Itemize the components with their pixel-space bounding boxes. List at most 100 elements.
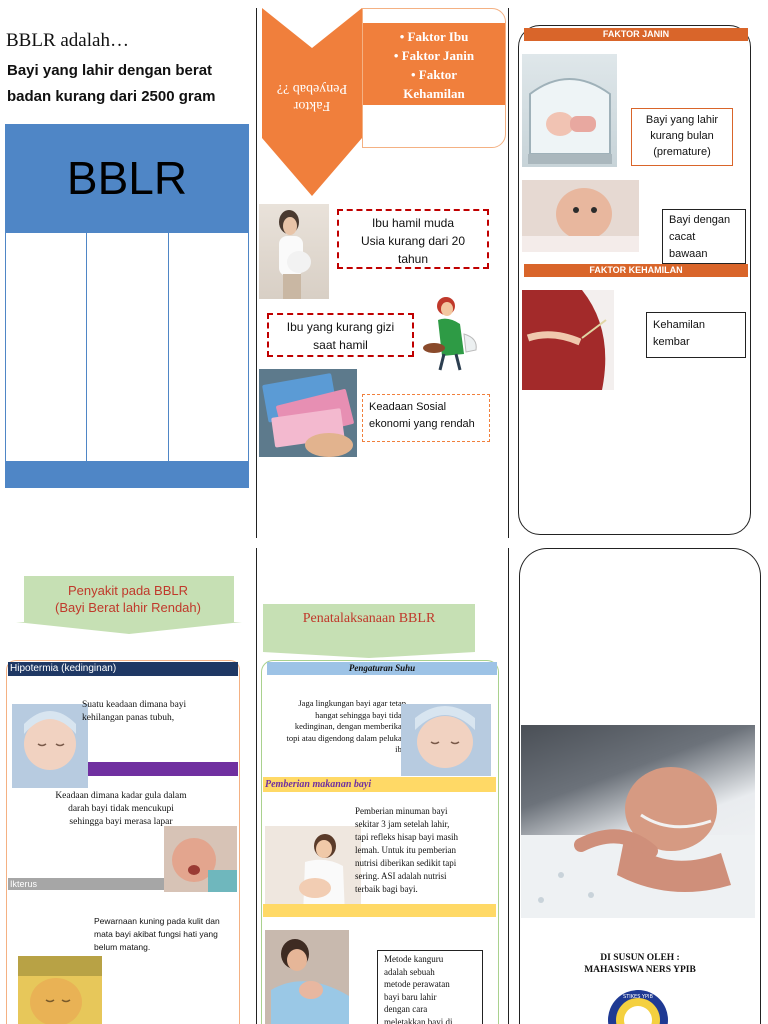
faktor-arrow-label-line1: Faktor [293, 98, 331, 113]
faktor-kehamilan-header-label: FAKTOR KEHAMILAN [589, 265, 683, 275]
suhu-line3: kedinginan, dengan memberikan [294, 721, 406, 731]
makanan-line2: sekitar 3 jam setelah lahir, [355, 819, 450, 829]
bblr-table-footer [6, 461, 248, 487]
cacat-bawaan-line3: bawaan [669, 248, 708, 260]
penyakit-title-line2: (Bayi Berat lahir Rendah) [55, 600, 201, 615]
credit-text: DI SUSUN OLEH : MAHASISWA NERS YPIB [520, 952, 760, 976]
kanguru-line2: adalah sebuah [384, 966, 435, 977]
bblr-table-col-divider-1 [86, 233, 87, 461]
kanguru-bar [263, 904, 496, 917]
bblr-table-col-divider-2 [168, 233, 169, 461]
cover-panel [519, 548, 761, 1024]
ikterus-text: Pewarnaan kuning pada kulit dan mata bay… [94, 915, 220, 954]
kanguru-line3: metode perawatan [384, 979, 450, 990]
ikterus-line1: Pewarnaan kuning pada kulit dan [94, 916, 220, 926]
faktor-list-item-label: Faktor Janin [401, 48, 475, 63]
gula-line1: Keadaan dimana kadar gula dalam [55, 791, 187, 801]
kanguru-line5: dengan cara [384, 1004, 428, 1015]
bblr-definition-line2: badan kurang dari 2500 gram [7, 88, 216, 105]
pregnant-woman-photo [259, 204, 329, 299]
breastfeeding-photo [265, 826, 361, 916]
faktor-list-item-label: Faktor Ibu [407, 29, 469, 44]
premature-baby-cover-photo [521, 725, 755, 918]
faktor-arrow-label-line2: Penyebab ?? [276, 81, 348, 96]
ikterus-header: Ikterus [8, 878, 164, 890]
ypib-logo-text: STIKES YPIB [623, 994, 653, 1000]
ibu-muda-box: Ibu hamil muda Usia kurang dari 20 tahun [337, 209, 489, 269]
tired-woman-illustration [423, 297, 477, 371]
hipotermia-header: Hipotermia (kedinginan) [8, 662, 238, 676]
ikterus-line3: belum matang. [94, 942, 151, 952]
makanan-header-label: Pemberian makanan bayi [265, 779, 372, 790]
kembar-line1: Kehamilan [653, 319, 705, 331]
faktor-list-fill [363, 23, 505, 105]
faktor-janin-header-label: FAKTOR JANIN [602, 29, 670, 39]
incubator-baby-photo [522, 54, 617, 167]
gula-line2: darah bayi tidak mencukupi [68, 804, 174, 814]
money-photo [259, 369, 357, 457]
baby-cacat-photo [522, 180, 639, 252]
bblr-table: BBLR [5, 124, 249, 488]
bblr-heading: BBLR adalah… [6, 30, 129, 51]
penatalaksanaan-title-box: Penatalaksanaan BBLR [263, 604, 475, 652]
crying-baby-photo [164, 826, 237, 892]
kurang-gizi-line2: saat hamil [313, 338, 368, 352]
ikterus-line2: mata bayi akibat fungsi hati yang [94, 929, 218, 939]
premature-line3: (premature) [653, 146, 711, 158]
ypib-logo: STIKES YPIB [608, 990, 668, 1024]
sosial-ekonomi-box: Keadaan Sosial ekonomi yang rendah [362, 394, 490, 442]
divider-bottom-left [256, 548, 257, 1024]
makanan-line3: tapi refleks hisap bayi masih [355, 832, 458, 842]
faktor-arrow-label: Faktor Penyebab ?? [268, 80, 356, 114]
faktor-list-item-kehamilan: • Faktor [410, 67, 458, 82]
suhu-header: Pengaturan Suhu [267, 662, 497, 675]
hipotermia-header-label: Hipotermia (kedinginan) [10, 663, 117, 674]
makanan-line7: terbaik bagi bayi. [355, 884, 418, 894]
kangaroo-care-photo [265, 930, 349, 1024]
ibu-muda-line1: Ibu hamil muda [371, 216, 455, 230]
faktor-janin-panel [518, 25, 751, 535]
cacat-bawaan-line1: Bayi dengan [669, 214, 731, 226]
faktor-kehamilan-header: FAKTOR KEHAMILAN [524, 264, 748, 277]
penyakit-title-line1: Penyakit pada BBLR [68, 583, 188, 598]
gula-line3: sehingga bayi merasa lapar [69, 817, 173, 827]
faktor-list-item-janin: • Faktor Janin [393, 48, 475, 63]
credit-line2: MAHASISWA NERS YPIB [584, 965, 696, 975]
premature-box: Bayi yang lahir kurang bulan (premature) [631, 108, 733, 166]
makanan-line4: lemah. Untuk itu pemberian [355, 845, 456, 855]
sleeping-baby-photo-2 [401, 704, 491, 776]
divider-top-left [256, 8, 257, 538]
bblr-definition-line1: Bayi yang lahir dengan berat [7, 62, 213, 79]
suhu-line1: Jaga lingkungan bayi agar tetap [298, 698, 406, 708]
cacat-bawaan-line2: cacat [669, 231, 696, 243]
suhu-text: Jaga lingkungan bayi agar tetap hangat s… [266, 698, 406, 756]
hipotermia-text: Suatu keadaan dimana bayi kehilangan pan… [82, 699, 186, 725]
penyakit-arrow [16, 576, 242, 634]
divider-top-right [508, 8, 509, 538]
kanguru-box: Metode kanguru adalah sebuah metode pera… [377, 950, 483, 1024]
penatalaksanaan-title: Penatalaksanaan BBLR [302, 611, 436, 626]
divider-bottom-right [508, 548, 509, 1024]
hipoglikemia-bar [88, 762, 238, 776]
bblr-table-title: BBLR [66, 152, 188, 204]
sosial-ekonomi-line1: Keadaan Sosial [369, 401, 447, 413]
hipoglikemia-text: Keadaan dimana kadar gula dalam darah ba… [8, 790, 234, 829]
makanan-line6: sering. ASI adalah nutrisi [355, 871, 447, 881]
sleeping-baby-photo-1 [12, 704, 88, 788]
sosial-ekonomi-line2: ekonomi yang rendah [369, 418, 475, 430]
faktor-list-item-kehamilan-cont: Kehamilan [363, 84, 505, 103]
premature-line2: kurang bulan [650, 130, 714, 142]
hipotermia-line1: Suatu keadaan dimana bayi [82, 700, 187, 710]
penatalaksanaan-card [261, 660, 499, 1024]
kurang-gizi-line1: Ibu yang kurang gizi [286, 320, 395, 334]
kembar-line2: kembar [653, 336, 690, 348]
makanan-line1: Pemberian minuman bayi [355, 806, 448, 816]
penyakit-card [6, 660, 240, 1024]
kanguru-line4: bayi baru lahir [384, 991, 437, 1002]
makanan-text: Pemberian minuman bayi sekitar 3 jam set… [355, 805, 458, 896]
suhu-header-label: Pengaturan Suhu [348, 663, 416, 673]
penatalaksanaan-arrow-tip [263, 652, 475, 658]
suhu-line4: topi atau digendong dalam pelukan [286, 732, 406, 743]
hipotermia-line2: kehilangan panas tubuh, [82, 713, 175, 723]
makanan-line5: nutrisi diberikan sedikit tapi [355, 858, 457, 868]
